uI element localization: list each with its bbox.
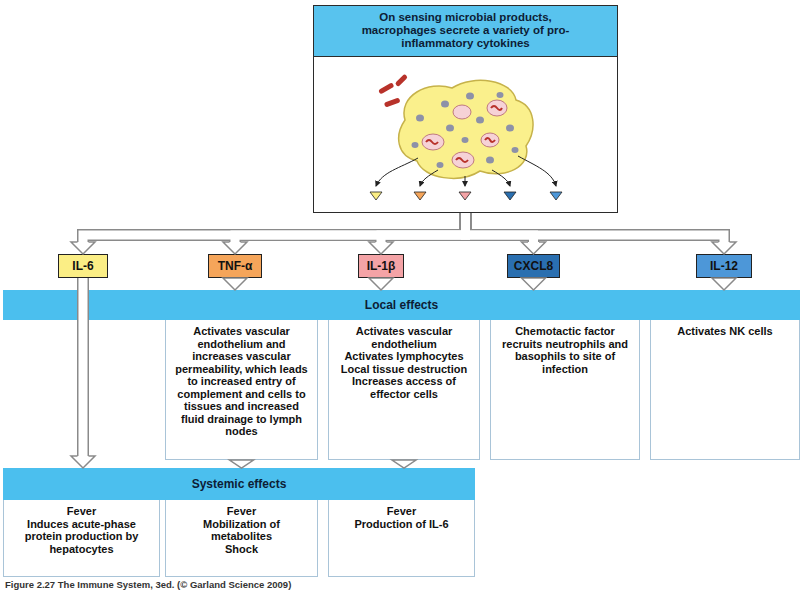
arrow-fill <box>83 213 466 243</box>
box-text: Local tissue destruction <box>334 363 474 376</box>
connector-arrow <box>466 213 725 243</box>
section-band: Local effects <box>3 290 800 320</box>
box-text: Systemic effects <box>192 477 287 491</box>
arrow-fill <box>381 213 466 243</box>
effect-box: Activates vascular endothelium and incre… <box>165 320 318 460</box>
box-text: IL-1β <box>359 255 403 277</box>
connector-arrow <box>466 213 534 243</box>
arrow-fill <box>466 213 725 243</box>
section-band: Systemic effects <box>3 468 475 500</box>
effect-box: Chemotactic factor recruits neutrophils … <box>490 320 640 460</box>
box-text: Activates NK cells <box>656 325 794 338</box>
arrow-head <box>223 242 247 254</box>
arrow-head <box>230 460 254 468</box>
arrow-fill <box>235 213 466 243</box>
box-text: Activates lymphocytes <box>334 350 474 363</box>
connector-arrow <box>83 213 466 243</box>
cytokine-box: CXCL8 <box>507 254 560 278</box>
effect-box: FeverInduces acute-phase protein product… <box>3 500 160 577</box>
box-text: Activates vascular endothelium and incre… <box>171 325 312 438</box>
box-text: IL-12 <box>697 255 751 277</box>
arrow-fill <box>466 213 534 243</box>
box-text: IL-6 <box>59 255 107 277</box>
header-box: On sensing microbial products, macrophag… <box>313 5 618 213</box>
box-text: Shock <box>171 543 312 556</box>
cytokine-box: IL-6 <box>58 254 108 278</box>
arrow-head <box>392 460 416 468</box>
effect-box: FeverMobilization of metabolitesShock <box>165 500 318 577</box>
arrow-head <box>522 242 546 254</box>
box-text: Local effects <box>365 298 438 312</box>
arrow-head <box>522 278 546 290</box>
arrow-head <box>223 278 247 290</box>
box-text: Production of IL-6 <box>334 518 469 531</box>
figure-caption: Figure 2.27 The Immune System, 3ed. (© G… <box>5 579 291 590</box>
arrow-head <box>369 278 393 290</box>
effect-box: FeverProduction of IL-6 <box>328 500 475 577</box>
effect-box: Activates NK cells <box>650 320 800 460</box>
arrow-head <box>712 278 736 290</box>
box-text: Activates vascular endothelium <box>334 325 474 350</box>
arrow-head <box>71 456 95 468</box>
cytokine-box: IL-12 <box>696 254 752 278</box>
box-text: Chemotactic factor recruits neutrophils … <box>496 325 634 375</box>
box-text: Fever <box>171 505 312 518</box>
box-text: CXCL8 <box>508 255 559 277</box>
box-text: Increases access of effector cells <box>334 375 474 400</box>
arrow-head <box>71 242 95 254</box>
arrow-head <box>712 242 736 254</box>
effect-box: Activates vascular endotheliumActivates … <box>328 320 480 460</box>
arrow-fill-layer <box>71 213 736 468</box>
box-text: Fever <box>9 505 154 518</box>
box-text: On sensing microbial products, macrophag… <box>314 6 617 57</box>
box-text: Mobilization of metabolites <box>171 518 312 543</box>
box-text: Induces acute-phase protein production b… <box>9 518 154 556</box>
cytokine-box: IL-1β <box>358 254 404 278</box>
box-text: Fever <box>334 505 469 518</box>
box-text: TNF-α <box>209 255 261 277</box>
arrow-head <box>369 242 393 254</box>
cytokine-box: TNF-α <box>208 254 262 278</box>
connector-arrow <box>235 213 466 243</box>
connector-arrow <box>381 213 466 243</box>
